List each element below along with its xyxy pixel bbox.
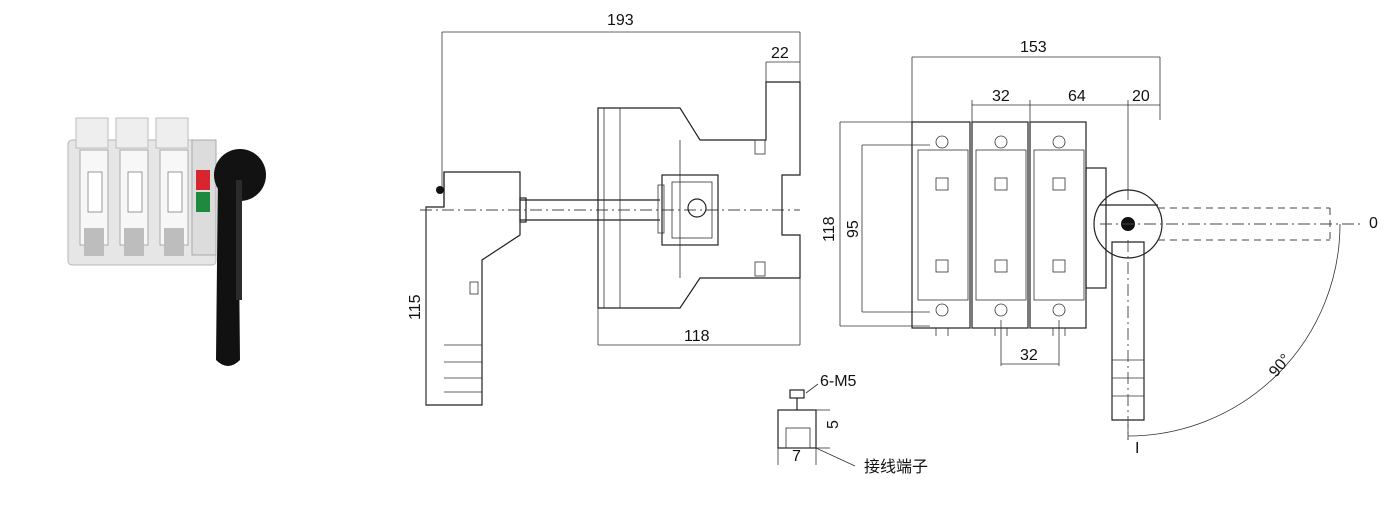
rotation-angle-label: 90° [1266, 351, 1295, 380]
terminal-caption: 接线端子 [864, 458, 928, 476]
dim-front-outer-height: 118 [821, 216, 838, 242]
terminal-detail-drawing [777, 383, 856, 467]
dim-front-inner-height: 95 [845, 220, 862, 238]
dim-front-total-width: 153 [1020, 39, 1047, 56]
switch-product-photo [67, 117, 266, 366]
dim-side-total-length: 193 [607, 12, 634, 29]
handle-off-label: 0 [1369, 215, 1378, 232]
dim-side-body-length: 118 [684, 328, 710, 345]
terminal-screw-label: 6-M5 [820, 373, 857, 390]
dim-front-handle-offset: 20 [1132, 88, 1150, 105]
dim-side-handle-offset: 22 [771, 45, 789, 62]
front-view-drawing [839, 56, 1360, 440]
terminal-height-value: 5 [825, 420, 842, 429]
terminal-width-value: 7 [792, 448, 801, 465]
dim-front-bottom-pitch: 32 [1020, 347, 1038, 364]
side-view-drawing [420, 31, 801, 406]
handle-on-label: I [1135, 440, 1139, 457]
dim-front-span: 64 [1068, 88, 1086, 105]
dim-side-handle-height: 115 [407, 294, 424, 320]
dim-front-pole-pitch: 32 [992, 88, 1010, 105]
